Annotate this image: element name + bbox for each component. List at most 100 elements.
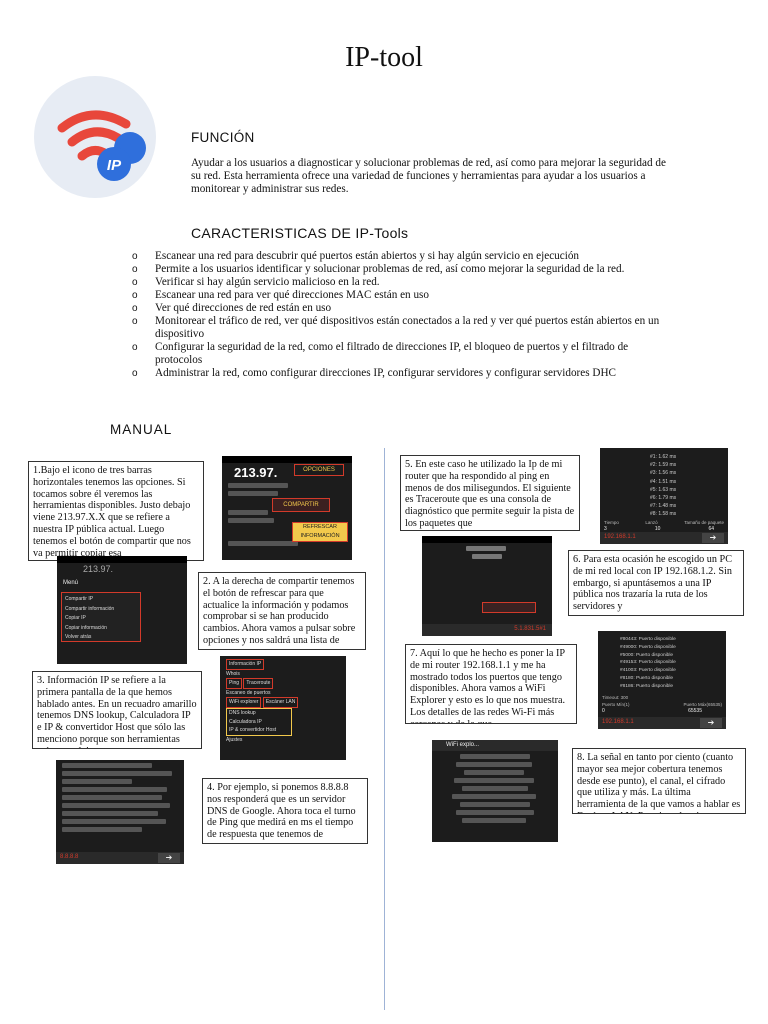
bullet: o bbox=[132, 277, 138, 288]
arrow-right-icon[interactable]: ➔ bbox=[702, 533, 724, 543]
caracteristicas-heading: CARACTERISTICAS DE IP-Tools bbox=[191, 225, 409, 241]
screenshot-tools-list: Información IP Whois Ping Traceroute Esc… bbox=[220, 656, 346, 760]
stat-label: Tiempo bbox=[604, 520, 619, 525]
bullet: o bbox=[132, 251, 138, 262]
ping-row: #5: 1.63 ms bbox=[650, 486, 677, 493]
manual-step-6: 6. Para esta ocasión he escogido un PC d… bbox=[568, 550, 744, 616]
manual-step-1: 1.Bajo el icono de tres barras horizonta… bbox=[28, 461, 204, 561]
tool-item[interactable]: Whois bbox=[226, 670, 240, 677]
menu-item[interactable]: Copiar información bbox=[65, 624, 107, 631]
screenshot-traceroute: 5.1.831.5#1 bbox=[422, 536, 552, 636]
bullet: o bbox=[132, 368, 138, 379]
stat-label: Lanzó bbox=[645, 520, 658, 525]
input-value[interactable]: 192.168.1.1 bbox=[602, 719, 634, 725]
manual-step-2: 2. A la derecha de compartir tenemos el … bbox=[198, 572, 366, 650]
bullet: o bbox=[132, 264, 138, 275]
page-title: IP-tool bbox=[345, 42, 423, 73]
tool-item[interactable]: IP & convertidor Host bbox=[229, 727, 277, 734]
timeout-label: Timeout: 300 bbox=[602, 695, 629, 700]
menu-item[interactable]: Compartir IP bbox=[65, 596, 94, 602]
tool-item[interactable]: DNS lookup bbox=[229, 709, 256, 716]
refresh-button[interactable]: REFRESCAR INFORMACIÓN bbox=[292, 522, 348, 542]
menu-item[interactable]: Volver atrás bbox=[65, 634, 92, 640]
wifi-explorer-title: WiFi explo... bbox=[432, 740, 558, 751]
input-bar[interactable]: 8.8.8.8 ➔ bbox=[56, 852, 184, 864]
screenshot-wifi-explorer: WiFi explo... bbox=[432, 740, 558, 842]
menu-title: Menú bbox=[63, 580, 79, 586]
tool-item[interactable]: Ping bbox=[226, 678, 243, 689]
tool-item[interactable]: WiFi explorer bbox=[226, 697, 262, 708]
ping-row: #1: 1.62 ms bbox=[650, 454, 677, 460]
screenshot-whois: 8.8.8.8 ➔ bbox=[56, 760, 184, 864]
ping-row: #6: 1.79 ms bbox=[650, 495, 677, 502]
tool-item[interactable]: Escáner LAN bbox=[262, 697, 299, 708]
options-button[interactable]: OPCIONES bbox=[294, 464, 344, 476]
column-divider bbox=[384, 448, 385, 1010]
ping-row: #3: 1.56 ms bbox=[650, 470, 677, 477]
input-bar[interactable]: 192.168.1.1 ➔ bbox=[600, 532, 728, 544]
tool-item[interactable]: Calculadora IP bbox=[229, 718, 262, 725]
stat-value: 64 bbox=[708, 526, 714, 532]
port-row: #5000: Puerto disponible bbox=[620, 652, 674, 658]
ping-row: #7: 1.48 ms bbox=[650, 503, 677, 510]
manual-step-4: 4. Por ejemplo, si ponemos 8.8.8.8 nos r… bbox=[202, 778, 368, 844]
manual-heading: MANUAL bbox=[110, 422, 173, 437]
port-min-label: Puerto Mín(1) bbox=[602, 702, 630, 707]
port-max-label: Puerto Máx(65535) bbox=[683, 702, 722, 707]
manual-step-7: 7. Aquí lo que he hecho es poner la IP d… bbox=[405, 644, 577, 724]
ping-row: #2: 1.59 ms bbox=[650, 462, 677, 469]
manual-step-5: 5. En este caso he utilizado la Ip de mi… bbox=[400, 455, 580, 531]
menu-item[interactable]: Compartir información bbox=[65, 605, 115, 612]
menu-item[interactable]: Copiar IP bbox=[65, 615, 86, 621]
arrow-right-icon[interactable]: ➔ bbox=[700, 718, 722, 728]
logo-text: IP bbox=[107, 157, 122, 174]
ip-value: 213.97. bbox=[234, 465, 278, 480]
bullet: o bbox=[132, 342, 138, 353]
input-bar[interactable]: 192.168.1.1 ➔ bbox=[598, 717, 726, 729]
wifi-location-pin-icon: IP bbox=[57, 110, 146, 181]
bullet: o bbox=[132, 290, 138, 301]
screenshot-ip-info: 213.97. OPCIONES COMPARTIR REFRESCAR INF… bbox=[222, 456, 352, 560]
port-row: #41003: Puerto disponible bbox=[620, 668, 676, 674]
screenshot-port-scan: #80443: Puerto disponible #49000: Puerto… bbox=[598, 631, 726, 729]
input-bar[interactable]: 5.1.831.5#1 bbox=[422, 624, 552, 636]
manual-step-3: 3. Información IP se refiere a la primer… bbox=[32, 671, 202, 749]
screenshot-menu: 213.97. Menú Compartir IP Compartir info… bbox=[57, 556, 187, 664]
tool-item[interactable]: Escaneo de puertos bbox=[226, 689, 271, 696]
funcion-text: Ayudar a los usuarios a diagnosticar y s… bbox=[191, 157, 666, 195]
funcion-heading: FUNCIÓN bbox=[191, 130, 255, 145]
arrow-right-icon[interactable]: ➔ bbox=[158, 853, 180, 863]
ip-tool-logo: IP bbox=[34, 76, 156, 198]
stat-value: 10 bbox=[654, 526, 661, 532]
port-row: #49153: Puerto disponible bbox=[620, 660, 676, 666]
share-button[interactable]: COMPARTIR bbox=[272, 498, 330, 512]
tool-item[interactable]: Traceroute bbox=[243, 678, 274, 689]
port-min-value[interactable]: 0 bbox=[602, 708, 605, 714]
port-max-value[interactable]: 65535 bbox=[688, 708, 702, 714]
input-value[interactable]: 192.168.1.1 bbox=[604, 534, 636, 540]
input-value[interactable]: 8.8.8.8 bbox=[60, 854, 79, 860]
stat-label: Tamaño de paquete bbox=[684, 520, 724, 525]
menu-ip-value: 213.97. bbox=[83, 564, 114, 574]
tool-item[interactable]: Ajustes bbox=[226, 736, 243, 743]
port-row: #80443: Puerto disponible bbox=[620, 637, 676, 642]
ping-row: #8: 1.58 ms bbox=[650, 511, 677, 518]
manual-step-8: 8. La señal en tanto por ciento (cuanto … bbox=[572, 748, 746, 814]
tool-item[interactable]: Información IP bbox=[226, 659, 265, 670]
ping-row: #4: 1.51 ms bbox=[650, 478, 677, 485]
port-row: #8180: Puerto disponible bbox=[620, 675, 674, 681]
bullet: o bbox=[132, 303, 138, 314]
port-row: #49000: Puerto disponible bbox=[620, 644, 676, 650]
input-value[interactable]: 5.1.831.5#1 bbox=[514, 626, 546, 632]
screenshot-ping: #1: 1.62 ms #2: 1.59 ms #3: 1.56 ms #4: … bbox=[600, 448, 728, 544]
menu-list: Compartir IP Compartir información Copia… bbox=[61, 592, 141, 642]
bullet: o bbox=[132, 316, 138, 327]
